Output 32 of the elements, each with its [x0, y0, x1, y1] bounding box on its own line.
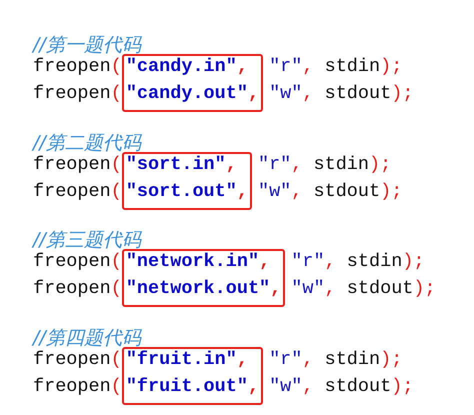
code-text: "r", stdin);: [269, 348, 404, 372]
code-string: "network.in",: [126, 251, 272, 274]
highlight-box: [122, 54, 264, 112]
code-text: freopen(: [33, 154, 122, 176]
code-string: "candy.out",: [126, 83, 260, 106]
code-string: "fruit.out",: [126, 376, 260, 398]
code-text: freopen(: [33, 348, 122, 372]
code-text: "r", stdin);: [269, 56, 404, 79]
highlight-box: [122, 152, 252, 210]
code-string: "candy.in",: [126, 56, 249, 79]
code-comment: //第二题代码: [33, 130, 141, 154]
code-string: "sort.in",: [126, 154, 238, 176]
code-text: freopen(: [33, 56, 122, 79]
code-text: "w", stdout);: [269, 83, 414, 106]
code-text: freopen(: [33, 251, 122, 274]
code-string: "fruit.in",: [126, 348, 249, 372]
code-text: freopen(: [33, 83, 122, 106]
code-string: "network.out",: [126, 278, 282, 301]
code-text: freopen(: [33, 376, 122, 398]
code-text: freopen(: [33, 180, 122, 204]
highlight-box: [122, 249, 286, 307]
highlight-box: [122, 346, 264, 404]
code-text: "w", stdout);: [269, 376, 414, 398]
code-comment: //第三题代码: [33, 228, 141, 251]
code-string: "sort.out",: [126, 180, 248, 204]
code-text: freopen(: [33, 278, 122, 301]
code-text: "r", stdin);: [258, 154, 392, 176]
code-comment: //第一题代码: [33, 33, 141, 56]
code-text: "w", stdout);: [291, 278, 436, 301]
code-text: "w", stdout);: [258, 180, 402, 204]
code-comment: //第四题代码: [33, 326, 141, 348]
code-text: "r", stdin);: [291, 251, 426, 274]
